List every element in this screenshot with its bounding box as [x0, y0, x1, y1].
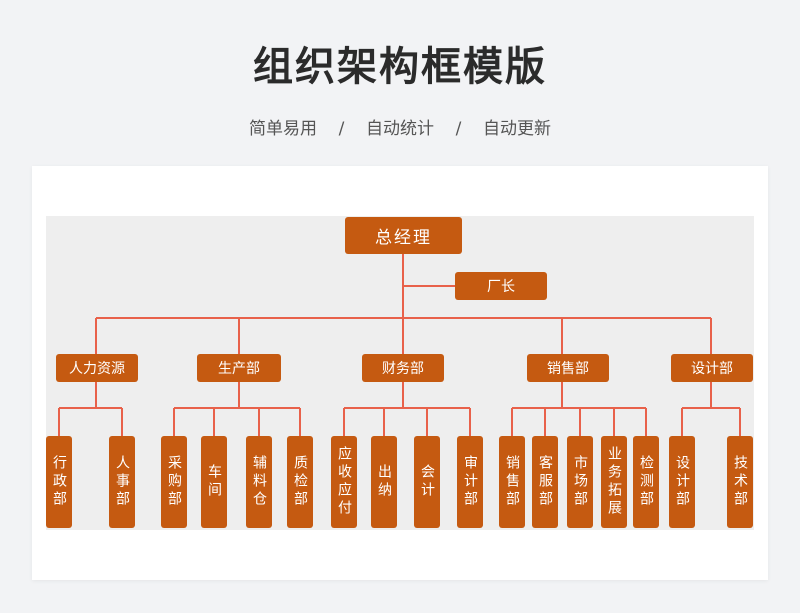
node-team: 设计部 — [669, 436, 695, 528]
node-dept-sales: 销售部 — [527, 354, 609, 382]
node-dept-design: 设计部 — [671, 354, 753, 382]
node-factory-director: 厂长 — [455, 272, 547, 300]
node-team: 业务拓展 — [601, 436, 627, 528]
node-team: 辅料仓 — [246, 436, 272, 528]
node-team: 技术部 — [727, 436, 753, 528]
node-team: 行政部 — [46, 436, 72, 528]
node-team: 市场部 — [567, 436, 593, 528]
node-team: 人事部 — [109, 436, 135, 528]
page-subtitle: 简单易用 / 自动统计 / 自动更新 — [249, 119, 551, 139]
node-team: 应收应付 — [331, 436, 357, 528]
node-team: 出纳 — [371, 436, 397, 528]
node-dept-production: 生产部 — [197, 354, 281, 382]
node-team: 审计部 — [457, 436, 483, 528]
node-team: 销售部 — [499, 436, 525, 528]
node-dept-hr: 人力资源 — [56, 354, 138, 382]
node-dept-finance: 财务部 — [362, 354, 444, 382]
page-title: 组织架构框模版 — [253, 44, 547, 90]
node-team: 客服部 — [532, 436, 558, 528]
node-general-manager: 总经理 — [345, 217, 462, 254]
node-team: 质检部 — [287, 436, 313, 528]
node-team: 车间 — [201, 436, 227, 528]
node-team: 采购部 — [161, 436, 187, 528]
node-team: 会计 — [414, 436, 440, 528]
node-team: 检测部 — [633, 436, 659, 528]
